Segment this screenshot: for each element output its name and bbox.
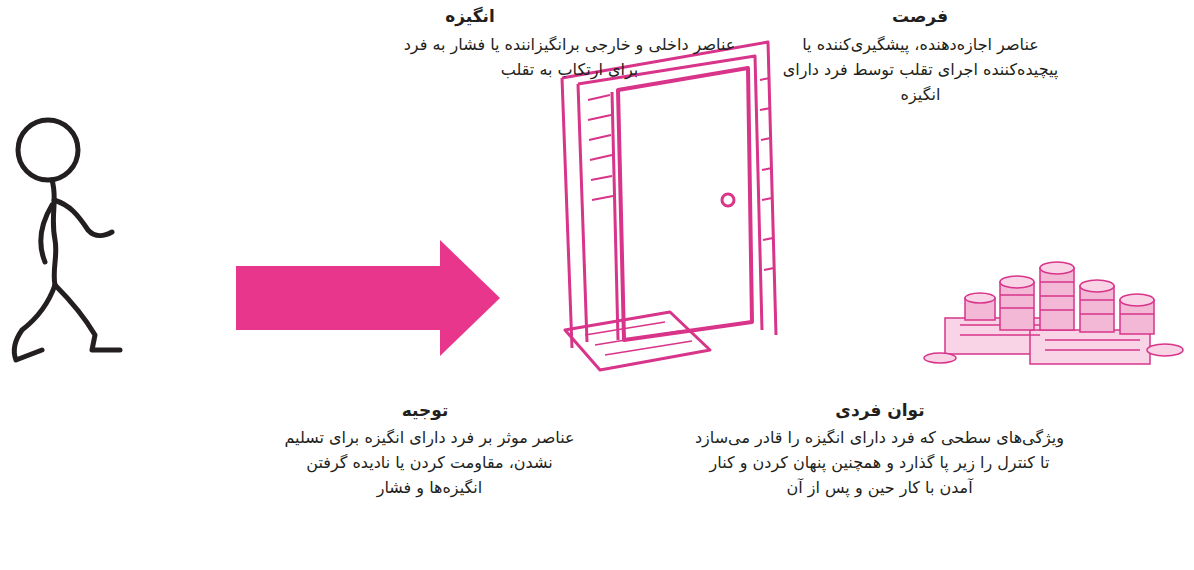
door-mat: [565, 312, 710, 370]
door-frame: [578, 84, 587, 342]
figure-body: [52, 180, 56, 285]
coin: [1040, 262, 1074, 274]
figure-leg: [14, 285, 55, 360]
coin-stack: [1080, 286, 1114, 332]
figure-arm: [54, 200, 112, 236]
coin: [924, 353, 956, 363]
pink-arrow: [236, 240, 500, 356]
door-edge: [612, 92, 618, 340]
heading-text: توان فردی: [780, 398, 980, 423]
coin-stack: [1000, 282, 1034, 330]
mat-hatching: [585, 322, 692, 355]
door-drawing: [562, 42, 776, 370]
coin: [1147, 344, 1183, 356]
figure-leg: [55, 285, 120, 350]
figure-arm: [41, 205, 52, 262]
arrow-head: [440, 240, 500, 356]
stick-figure: [14, 120, 120, 360]
description-text: عناصر داخلی و خارجی برانگیزاننده یا فشار…: [392, 32, 747, 82]
heading-text: فرصت: [820, 4, 1020, 29]
arrow-shaft: [236, 266, 444, 330]
coin-edges: [1000, 282, 1154, 314]
door-frame: [578, 56, 762, 330]
coin-stack: [1040, 268, 1074, 330]
cash-bundle: [1030, 330, 1150, 364]
figure-head: [18, 120, 78, 180]
door-hatching: [588, 78, 774, 270]
description-text: عناصر اجازه‌دهنده، پیشگیری‌کننده یا پیچی…: [778, 32, 1063, 107]
door-frame: [562, 78, 572, 348]
heading-text: توجیه: [325, 398, 525, 423]
door-panel: [618, 68, 752, 340]
coin: [1120, 294, 1154, 306]
coin: [1080, 280, 1114, 292]
door-frame: [562, 42, 776, 335]
description-text: ویژگی‌های سطحی که فرد دارای انگیزه را قا…: [692, 425, 1067, 500]
door-knob: [722, 194, 734, 206]
heading-text: انگیزه: [370, 4, 570, 29]
coin: [965, 293, 995, 303]
coin: [1000, 276, 1034, 288]
description-text: عناصر موثر بر فرد دارای انگیزه برای تسلی…: [282, 425, 577, 500]
money-pile: [924, 262, 1183, 364]
